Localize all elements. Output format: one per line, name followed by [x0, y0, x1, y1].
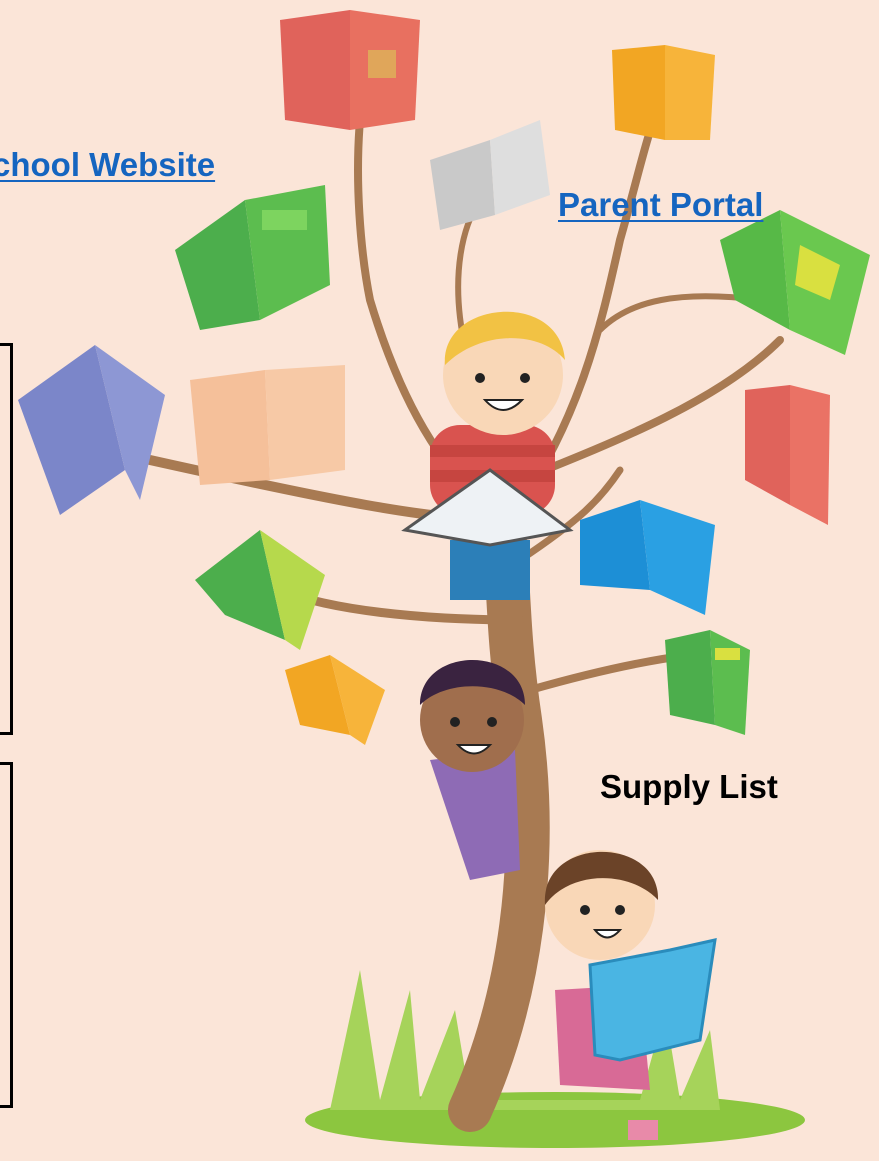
book-icon: [580, 500, 715, 615]
child-icon: [401, 311, 574, 600]
left-panel-bottom: [0, 762, 13, 1108]
book-icon: [18, 345, 165, 515]
book-icon: [665, 630, 750, 735]
book-icon: [195, 530, 325, 650]
book-icon: [745, 385, 830, 525]
supply-list-link[interactable]: Supply List: [600, 768, 778, 805]
book-icon: [280, 10, 420, 130]
left-panel-top: [0, 343, 13, 735]
child-icon: [544, 850, 717, 1140]
book-icon: [430, 120, 550, 230]
parent-portal-link[interactable]: Parent Portal: [558, 186, 764, 223]
book-icon: [720, 210, 870, 355]
book-icon: [285, 655, 385, 745]
book-icon: [190, 365, 345, 485]
child-icon: [420, 660, 525, 880]
grass-icon: [305, 970, 805, 1148]
book-icon: [175, 185, 330, 330]
book-icon: [612, 45, 715, 140]
school-website-link[interactable]: chool Website: [0, 146, 216, 183]
